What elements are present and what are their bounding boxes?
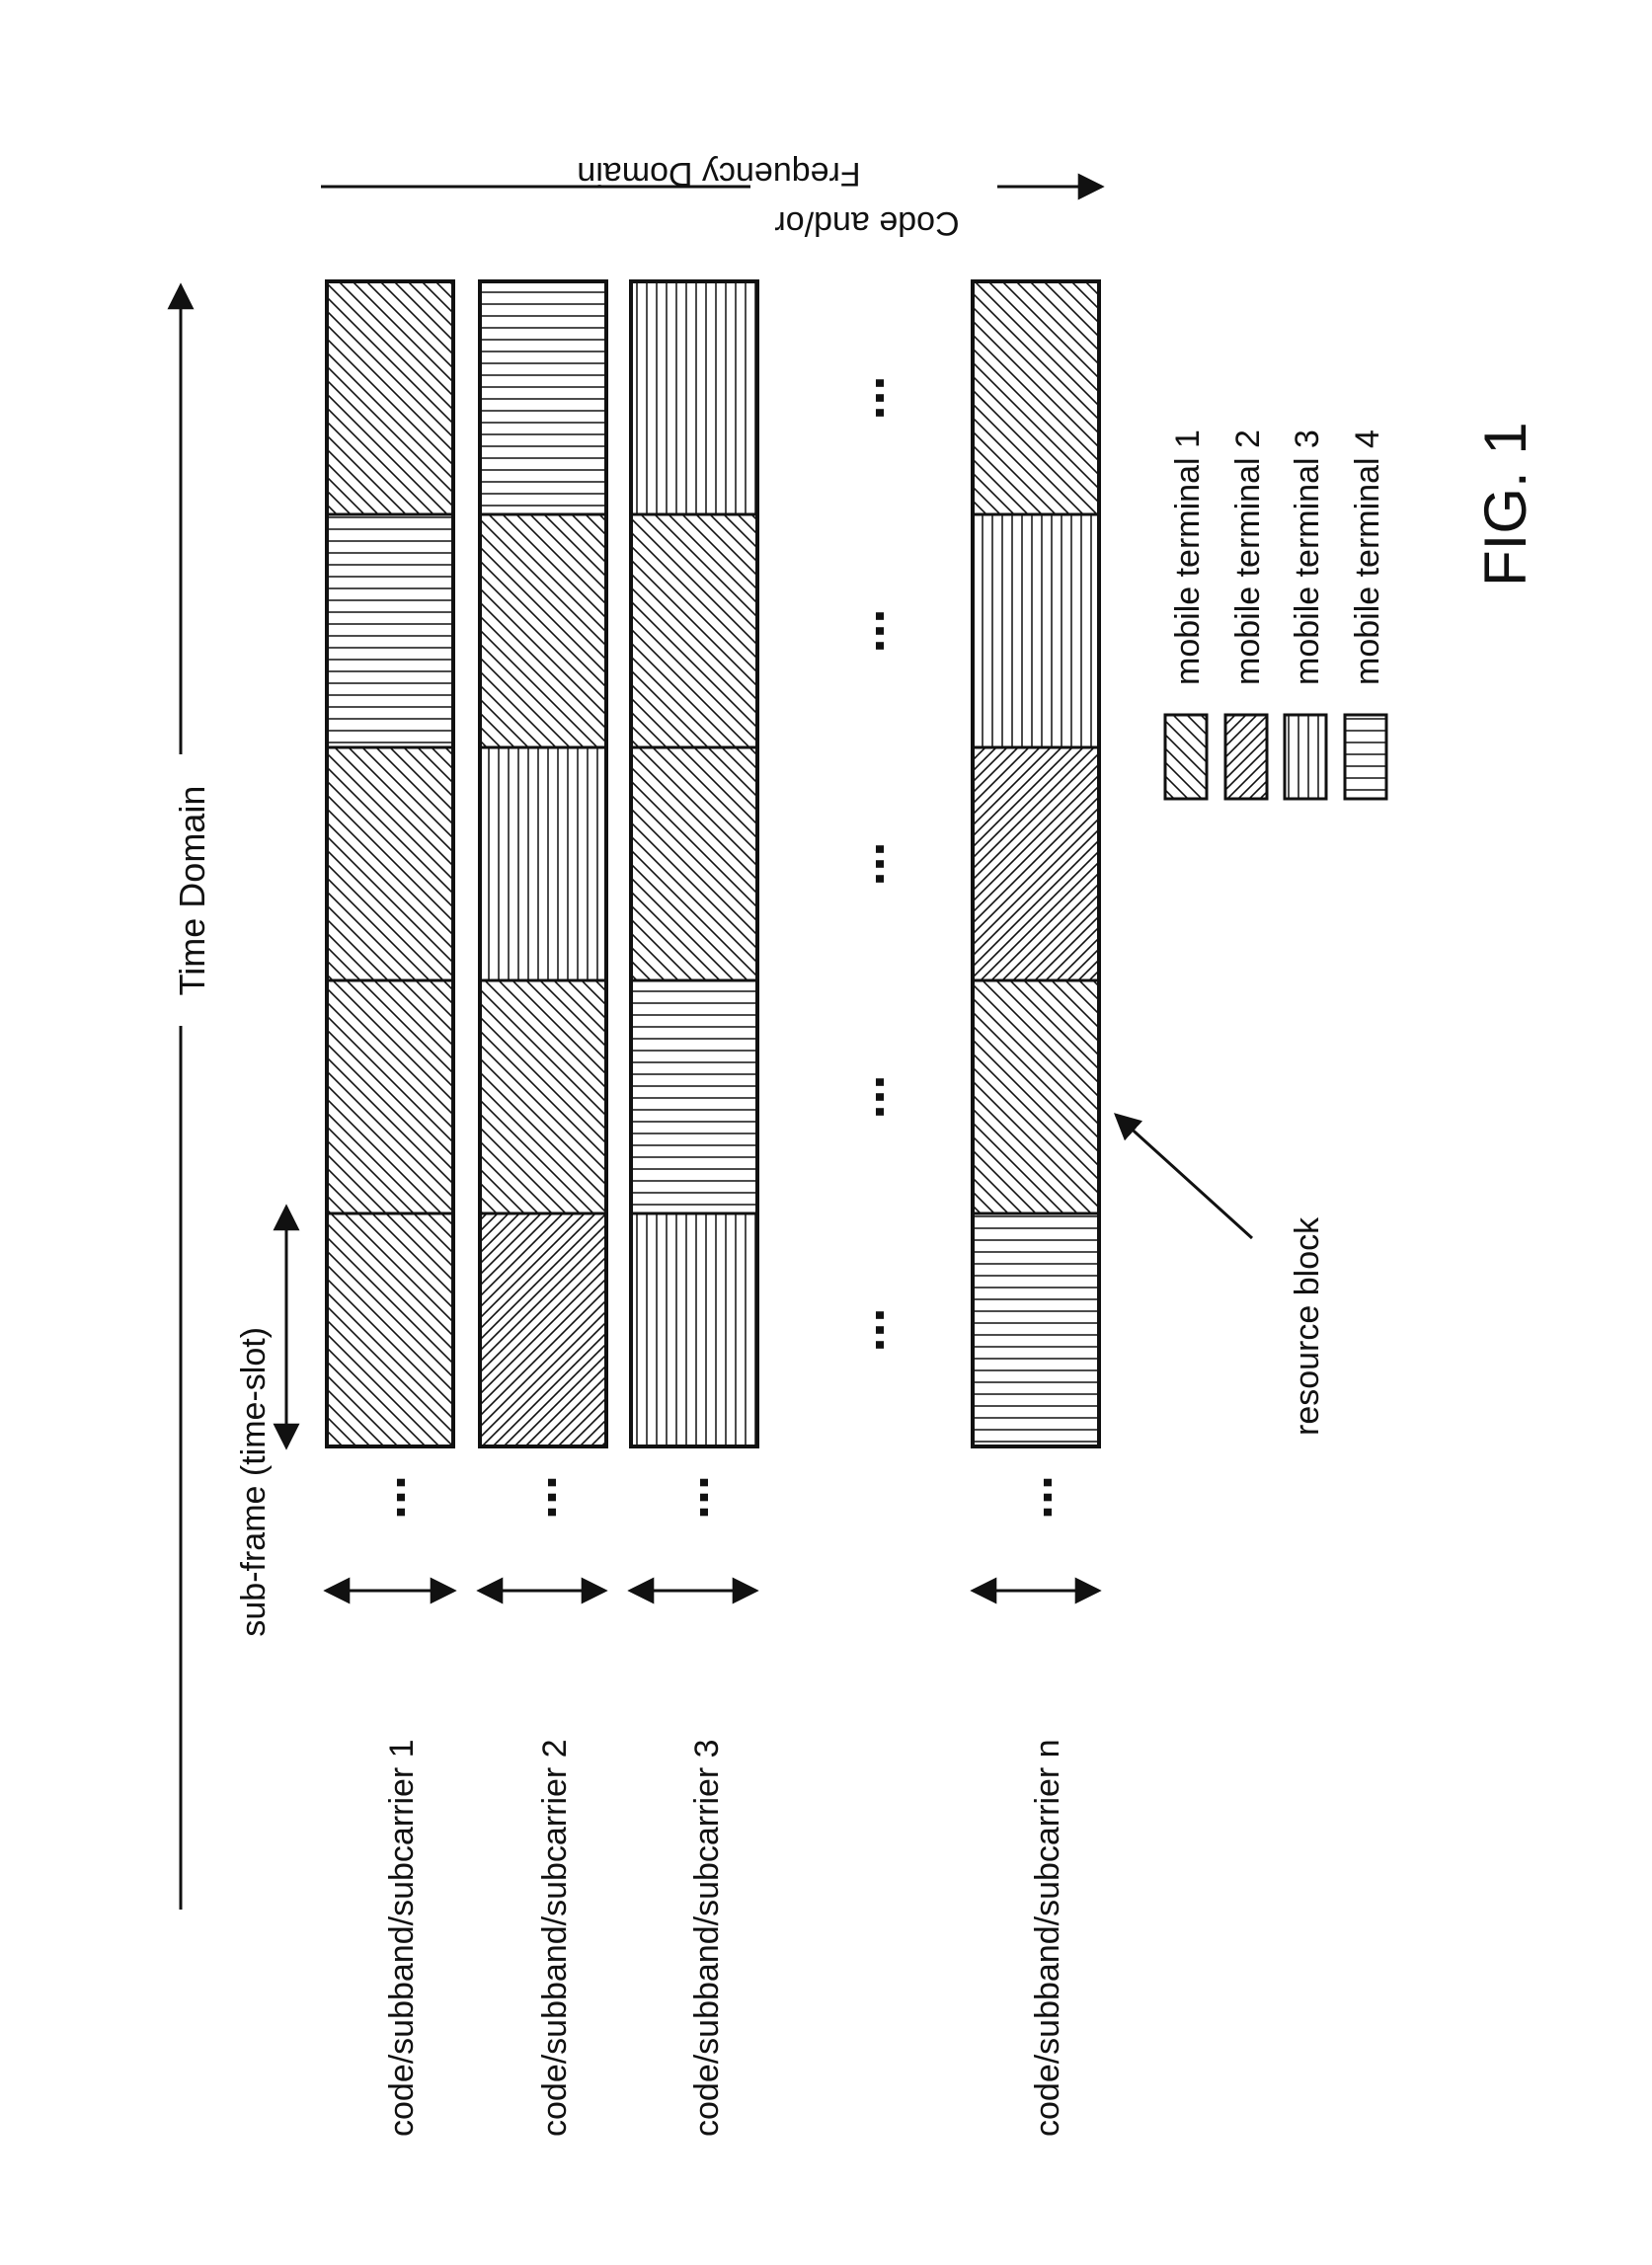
resource-block-terminal-3 xyxy=(478,745,608,982)
resource-block-terminal-1 xyxy=(971,279,1101,516)
row-leading-ellipses: ... ... ... ... xyxy=(357,1475,1063,1520)
time-axis-label: Time Domain xyxy=(172,786,212,996)
figure-caption: FIG. 1 xyxy=(1472,422,1538,586)
resource-block-terminal-4 xyxy=(478,279,608,516)
resource-block-terminal-4 xyxy=(325,512,455,749)
row-ellipsis: ... xyxy=(661,1475,720,1520)
gap-ellipsis: ... xyxy=(836,375,896,420)
frequency-axis-labels: Code and/or Frequency Domain xyxy=(577,155,959,242)
resource-block-label: resource block xyxy=(1289,1216,1326,1436)
row-label: code/subband/subcarrier 1 xyxy=(383,1739,421,2137)
resource-block-terminal-1 xyxy=(971,978,1101,1215)
resource-block-terminal-4 xyxy=(629,978,759,1215)
resource-block-terminal-2 xyxy=(971,745,1101,982)
legend-label: mobile terminal 1 xyxy=(1169,430,1207,685)
gap-ellipsis: ... xyxy=(836,608,896,653)
resource-row-outline xyxy=(971,279,1101,1448)
resource-grid xyxy=(325,279,1101,1448)
legend-label: mobile terminal 4 xyxy=(1349,430,1386,685)
resource-block-terminal-1 xyxy=(325,978,455,1215)
resource-block-terminal-3 xyxy=(629,279,759,516)
legend-swatch-terminal-2 xyxy=(1223,713,1269,801)
resource-block-terminal-1 xyxy=(325,745,455,982)
frequency-axis-label-line1: Code and/or xyxy=(774,204,959,242)
resource-block-terminal-1 xyxy=(478,512,608,749)
subframe-label: sub-frame (time-slot) xyxy=(235,1327,273,1637)
resource-block-terminal-1 xyxy=(629,745,759,982)
resource-block-terminal-4 xyxy=(971,1211,1101,1448)
resource-row-outline xyxy=(325,279,455,1448)
gap-ellipses: ... ... ... ... ... xyxy=(836,375,896,1352)
row-ellipsis: ... xyxy=(509,1475,568,1520)
resource-block-terminal-1 xyxy=(478,978,608,1215)
row-ellipsis: ... xyxy=(357,1475,417,1520)
row-labels: code/subband/subcarrier 1 code/subband/s… xyxy=(383,1739,1066,2137)
resource-row-outline xyxy=(629,279,759,1448)
legend-swatch-terminal-1 xyxy=(1163,713,1209,801)
resource-row-outline xyxy=(478,279,608,1448)
row-ellipsis: ... xyxy=(1004,1475,1063,1520)
resource-block-pointer xyxy=(1113,1113,1254,1240)
legend-swatch-terminal-3 xyxy=(1283,713,1328,801)
gap-ellipsis: ... xyxy=(836,1074,896,1119)
row-label: code/subband/subcarrier n xyxy=(1029,1739,1066,2137)
time-domain-axis: Time Domain xyxy=(167,282,212,1910)
legend-swatch-terminal-4 xyxy=(1343,713,1388,801)
resource-block-terminal-2 xyxy=(478,1211,608,1448)
gap-ellipsis: ... xyxy=(836,841,896,886)
resource-block-terminal-1 xyxy=(325,279,455,516)
resource-block-terminal-3 xyxy=(629,1211,759,1448)
legend-label: mobile terminal 2 xyxy=(1229,430,1267,685)
gap-ellipsis: ... xyxy=(836,1307,896,1352)
resource-block-terminal-1 xyxy=(629,512,759,749)
row-label: code/subband/subcarrier 2 xyxy=(536,1739,574,2137)
resource-block-callout: resource block xyxy=(1113,1113,1326,1436)
row-label: code/subband/subcarrier 3 xyxy=(688,1739,726,2137)
legend-label: mobile terminal 3 xyxy=(1289,430,1326,685)
resource-block-terminal-1 xyxy=(325,1211,455,1448)
legend: mobile terminal 1 mobile terminal 2 mobi… xyxy=(1163,430,1388,801)
resource-block-terminal-3 xyxy=(971,512,1101,749)
frequency-axis-label-line2: Frequency Domain xyxy=(577,155,860,193)
